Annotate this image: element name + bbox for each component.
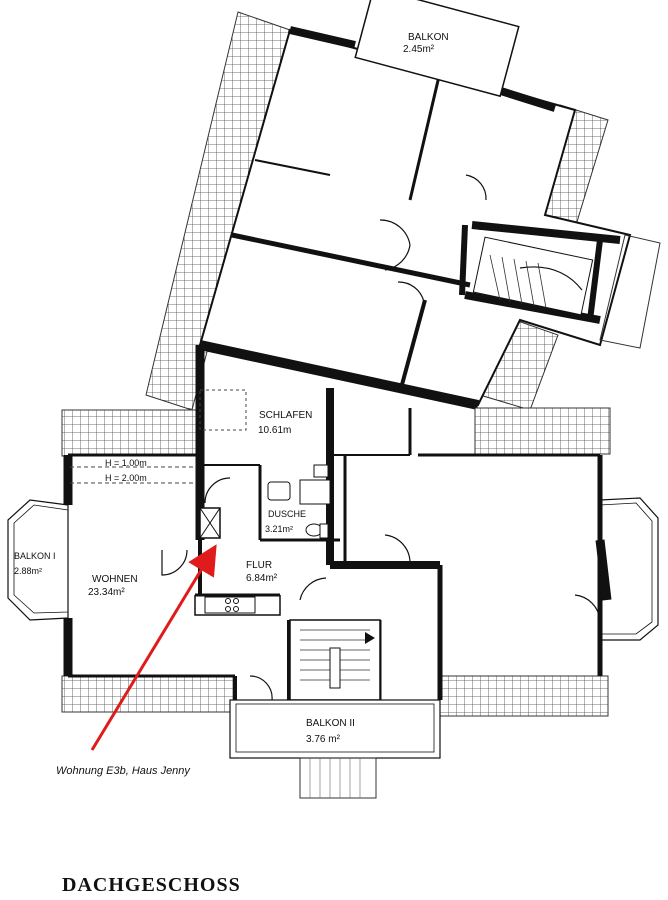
wohnen-name: WOHNEN [92, 574, 138, 585]
flur-name: FLUR [246, 560, 272, 571]
balkon-top-name: BALKON [408, 32, 449, 43]
balkon-top-outline [354, 0, 520, 98]
roof-strip-bottom-left [61, 675, 235, 713]
balkon2-area: 3.76 m² [306, 734, 341, 745]
schlafen-name: SCHLAFEN [259, 410, 312, 421]
schlafen-area: 10.61m [258, 425, 291, 436]
staircase-g5 [472, 236, 594, 316]
annotation-arrow [90, 544, 217, 751]
staircase-lower [289, 619, 381, 701]
upper-wing: BALKON 2.45m² G 5 [145, 0, 661, 411]
g5-label: G 5 [477, 222, 492, 232]
balkon2-name: BALKON II [306, 718, 355, 729]
annotation-caption: Wohnung E3b, Haus Jenny [56, 765, 191, 777]
lower-floor: H = 1.00m H = 2.00m SCHLAFEN 10.61m DUSC… [7, 345, 659, 799]
balkon1-outline [7, 499, 69, 621]
balkon2-outline [229, 699, 441, 759]
wohnen-area: 23.34m² [88, 587, 125, 598]
flur-area: 6.84m² [246, 573, 278, 584]
height-label-2: H = 2.00m [105, 473, 147, 483]
height-label-1: H = 1.00m [105, 458, 147, 468]
balkon1-area: 2.88m² [14, 566, 42, 576]
balkon-top-area: 2.45m² [403, 44, 435, 55]
roof-strip-left-lower [61, 409, 198, 457]
plan-title: DACHGESCHOSS [62, 874, 241, 896]
balkon1-name: BALKON I [14, 551, 56, 561]
dusche-area: 3.21m² [265, 524, 293, 534]
dusche-name: DUSCHE [268, 509, 306, 519]
roof-strip-bottom-right [437, 675, 609, 717]
roof-strip-right-lower [474, 407, 611, 455]
